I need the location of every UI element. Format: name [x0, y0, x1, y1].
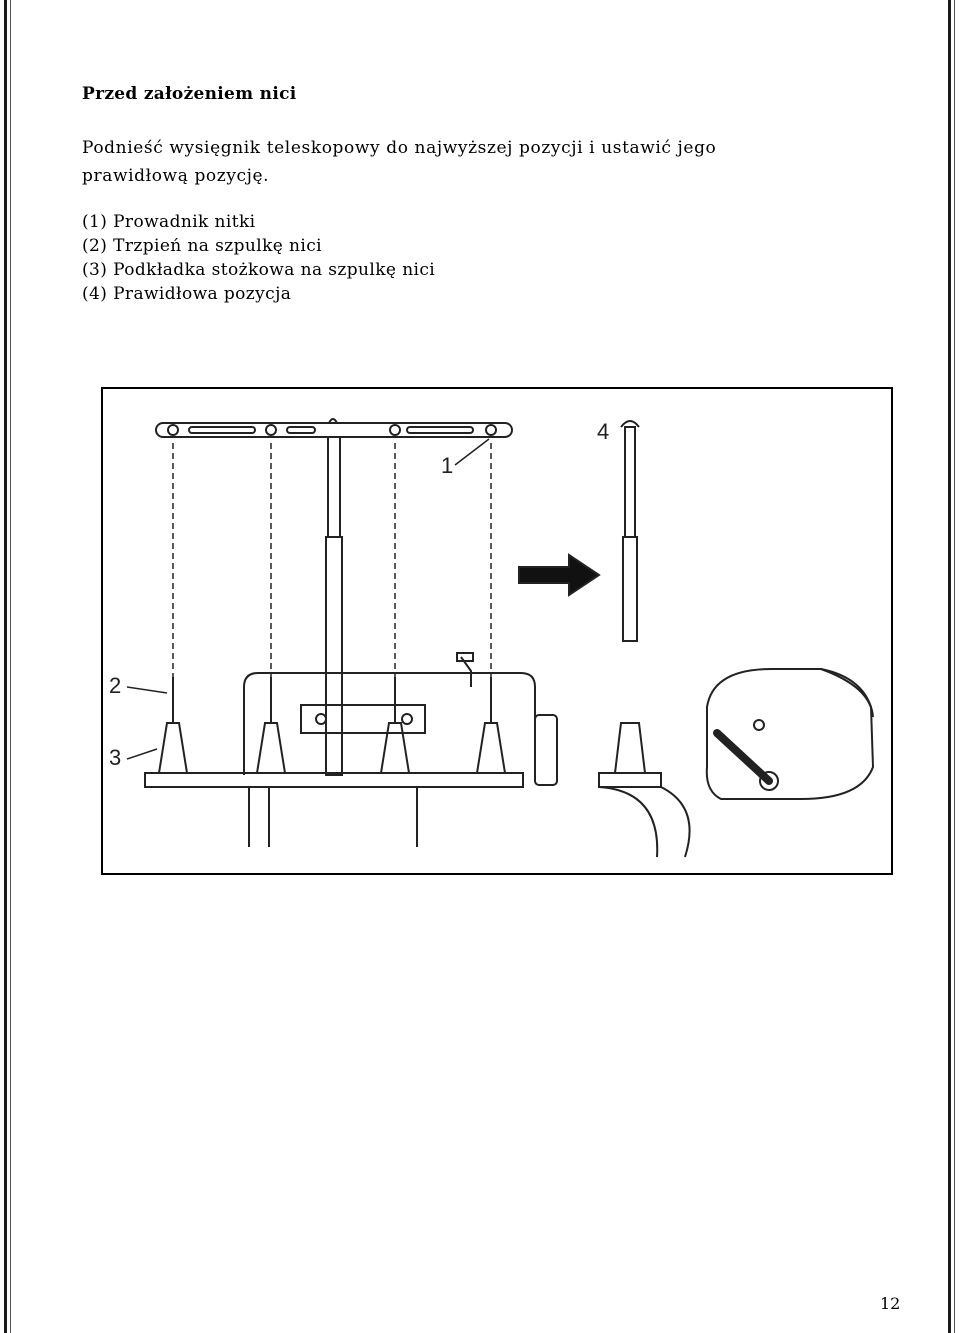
- callout-4: 4: [597, 419, 609, 444]
- parts-legend: (1) Prowadnik nitki (2) Trzpień na szpul…: [82, 210, 435, 306]
- page-border-left-inner: [10, 0, 11, 1333]
- intro-paragraph: Podnieść wysięgnik teleskopowy do najwyż…: [82, 134, 802, 190]
- page-border-right-inner: [954, 0, 955, 1333]
- page-border-right: [948, 0, 951, 1333]
- section-heading: Przed założeniem nici: [82, 84, 297, 104]
- page-number: 12: [880, 1294, 901, 1313]
- legend-item-1: (1) Prowadnik nitki: [82, 212, 256, 232]
- callout-2: 2: [109, 673, 121, 698]
- legend-item-3: (3) Podkładka stożkowa na szpulkę nici: [82, 260, 436, 280]
- callout-3: 3: [109, 745, 121, 770]
- legend-item-4: (4) Prawidłowa pozycja: [82, 284, 292, 304]
- base-plate: [144, 772, 524, 788]
- intro-line-2: prawidłową pozycję.: [82, 166, 270, 186]
- page-border-left: [4, 0, 7, 1333]
- direction-arrow: [518, 553, 601, 597]
- intro-line-1: Podnieść wysięgnik teleskopowy do najwyż…: [82, 138, 717, 158]
- legend-item-2: (2) Trzpień na szpulkę nici: [82, 236, 322, 256]
- thread-stand-illustration: 1 2 3 4: [101, 387, 893, 875]
- spool-pins: [172, 677, 492, 723]
- callout-1: 1: [441, 453, 453, 478]
- serger-body: [705, 668, 875, 800]
